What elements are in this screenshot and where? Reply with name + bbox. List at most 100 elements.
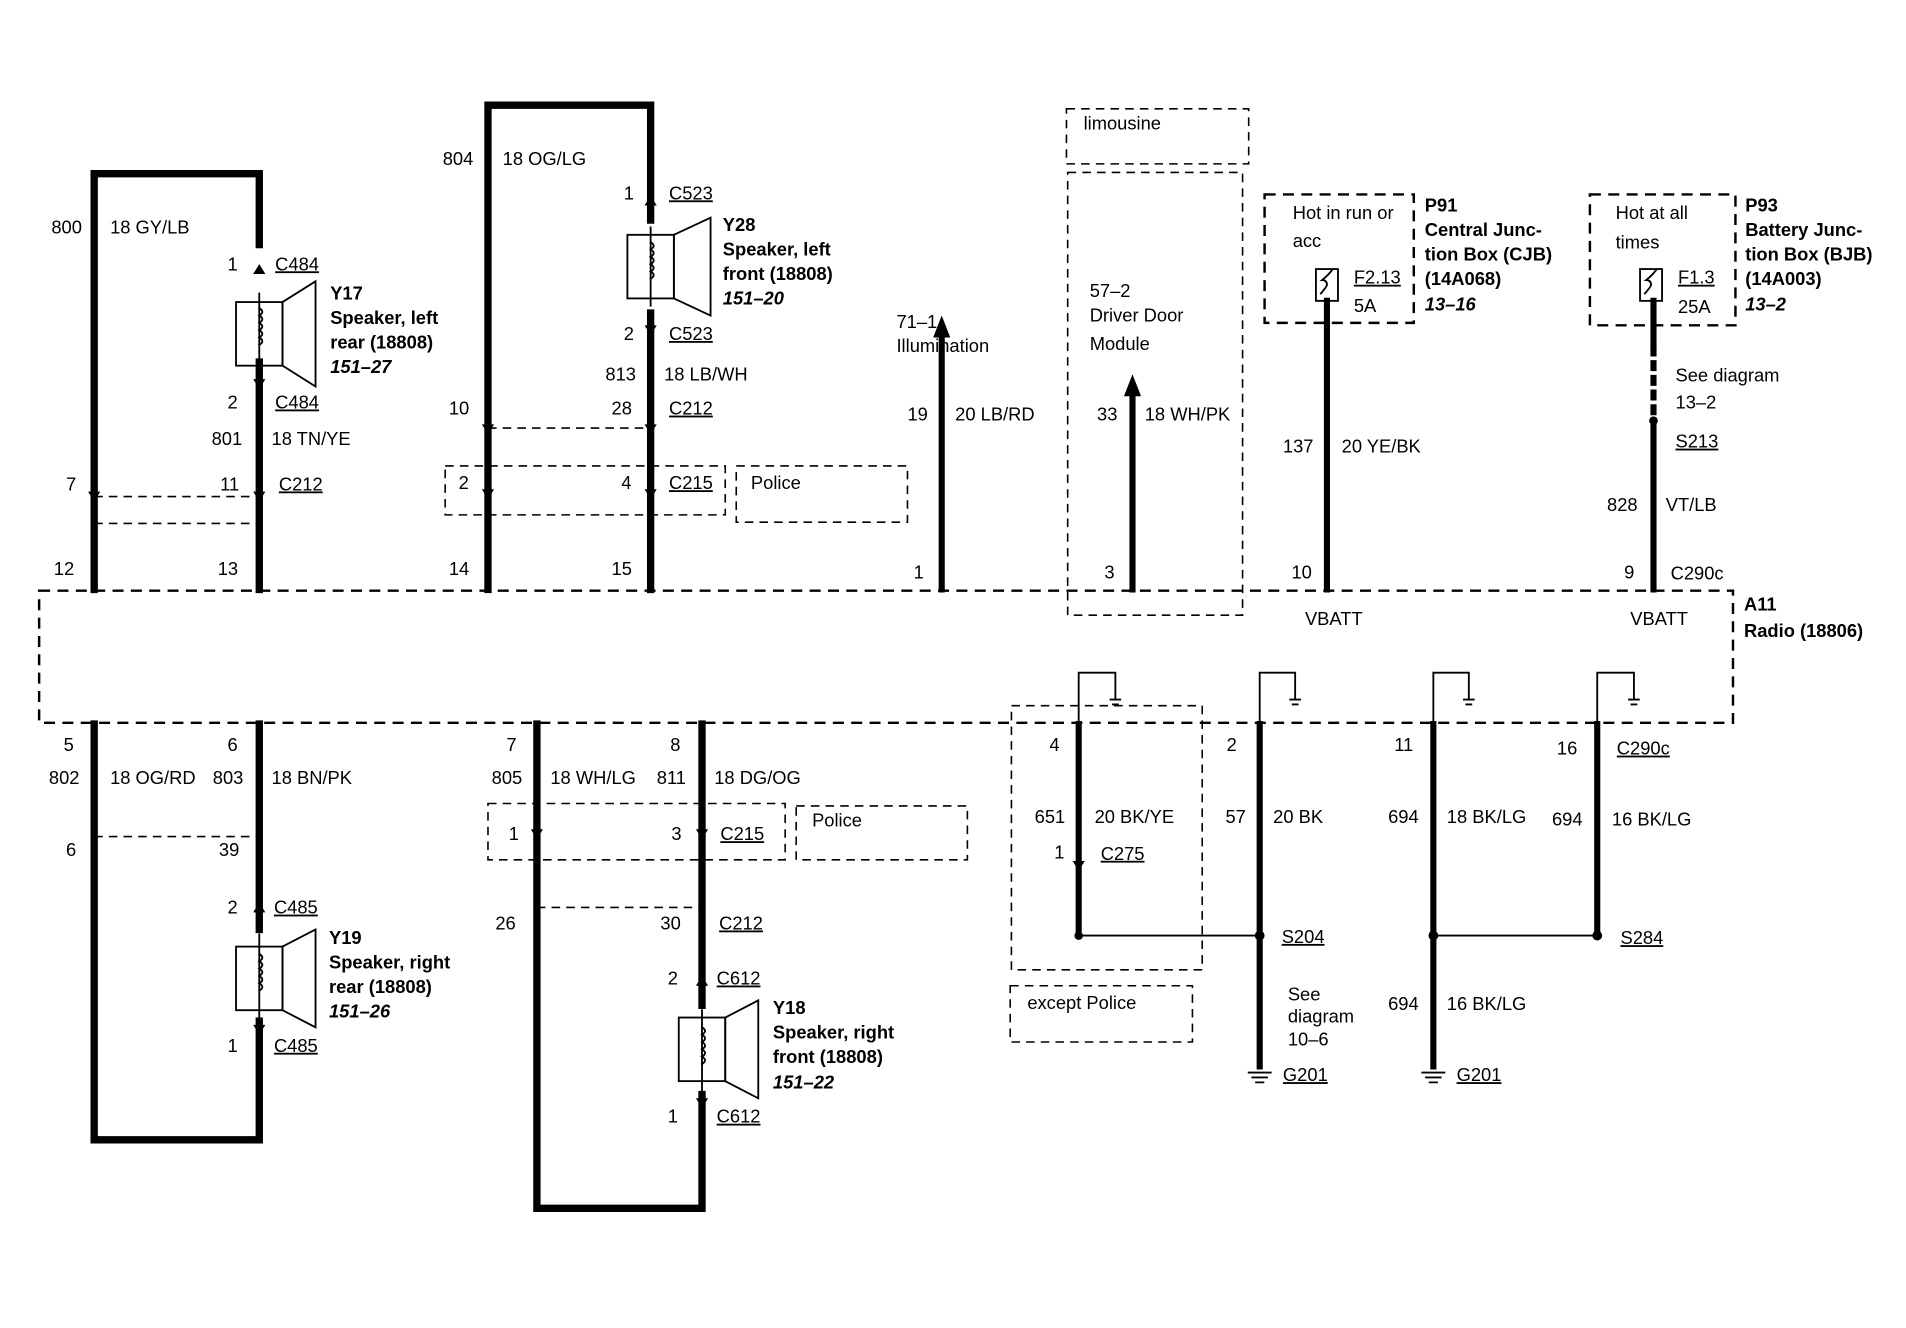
p93-line1: Battery Junc- (1745, 219, 1862, 240)
wire-802 (90, 720, 263, 1144)
wire-802-gauge: 18 OG/RD (110, 767, 196, 788)
wire-802-circuit: 802 (49, 767, 80, 788)
ddm-circuit: limousine 57–2 Driver Door Module 33 18 … (1065, 108, 1250, 616)
c212a-pin-b: 11 (220, 473, 239, 494)
speaker-y18-icon (677, 998, 760, 1100)
s204-label: S204 (1282, 926, 1325, 947)
p93-amps: 25A (1678, 296, 1711, 317)
p93-see1: See diagram (1676, 365, 1780, 386)
ground-icon (1421, 1071, 1446, 1084)
wire-804 (484, 101, 655, 594)
c215b-conn: C215 (720, 823, 764, 844)
wire-811-gauge: 18 DG/OG (714, 767, 801, 788)
radio-pin-15: 15 (612, 558, 632, 579)
illum-label: Illumination (896, 335, 989, 356)
p93-id: P93 (1745, 195, 1778, 216)
y19-pin1: 2 (227, 897, 237, 918)
c215b-pin-b: 3 (671, 823, 681, 844)
wire-801-circuit: 801 (212, 428, 243, 449)
y28-conn1: C523 (669, 182, 713, 203)
c212c-pin-b: 30 (660, 912, 680, 933)
wire-805-gauge: 18 WH/LG (550, 767, 636, 788)
y17-ref: 151–27 (330, 356, 392, 377)
p91-ref: 13–16 (1425, 294, 1477, 315)
wire-828-circuit: 828 (1607, 494, 1638, 515)
c212c-conn: C212 (719, 912, 763, 933)
p93-circuit: Hot at all times F1.3 25A P93 Battery Ju… (1588, 193, 1873, 629)
left-conn-pin-a: 6 (66, 839, 76, 860)
wire-805 (533, 720, 706, 1212)
radio-pin-7: 7 (506, 734, 516, 755)
illum-gauge: 20 LB/RD (955, 404, 1034, 425)
p91-line2: tion Box (CJB) (1425, 243, 1552, 264)
splice-s284 (1592, 930, 1603, 941)
ddm-line2: Module (1090, 333, 1150, 354)
g57-see1: See (1288, 983, 1321, 1004)
ground-icon (1247, 1071, 1272, 1084)
c215a-conn: C215 (669, 472, 713, 493)
c215b-pin-a: 1 (509, 823, 519, 844)
ground-circuits: 4 651 20 BK/YE 1 C275 except Police 2 57… (1009, 671, 1691, 1085)
g57-see3: 10–6 (1288, 1029, 1329, 1050)
s284-label: S284 (1620, 927, 1663, 948)
y17-conn2: C484 (275, 391, 319, 412)
p91-hot1: Hot in run or (1293, 202, 1394, 223)
y18-conn2: C612 (717, 1106, 761, 1127)
c212b-conn: C212 (669, 398, 713, 419)
connector-c215-b-box (487, 802, 786, 861)
except-police-box (1009, 984, 1194, 1043)
y17-circuit: 800 18 GY/LB 801 18 TN/YE 1 C484 2 C484 … (51, 169, 438, 594)
y28-line1: Speaker, left (723, 239, 831, 260)
y19-conn1: C485 (274, 897, 318, 918)
radio-pin-9: 9 (1624, 561, 1634, 582)
left-conn-pin-b: 39 (219, 839, 239, 860)
pin-arrows (88, 195, 1085, 1109)
y28-line2: front (18808) (723, 263, 833, 284)
p93-see2: 13–2 (1676, 391, 1717, 412)
y28-id: Y28 (723, 214, 756, 235)
wire-694a-circuit: 694 (1388, 806, 1419, 827)
radio-pin-4: 4 (1049, 734, 1059, 755)
radio-pin-2: 2 (1227, 734, 1237, 755)
limousine-box (1065, 108, 1250, 165)
wire-805-circuit: 805 (492, 767, 523, 788)
illum-pin: 19 (907, 404, 927, 425)
radio-pin-13: 13 (218, 558, 238, 579)
radio-pin-14: 14 (449, 558, 469, 579)
vbatt-b: VBATT (1630, 608, 1688, 629)
p91-amps: 5A (1354, 295, 1377, 316)
wire-804-circuit: 804 (443, 148, 474, 169)
p93-ref: 13–2 (1745, 294, 1786, 315)
wire-800-gauge: 18 GY/LB (110, 217, 189, 238)
wire-694b-gauge: 16 BK/LG (1612, 809, 1691, 830)
c215b-police: Police (812, 810, 862, 831)
police-box-a (735, 465, 909, 524)
wire-57-gauge: 20 BK (1273, 806, 1324, 827)
wire-57-circuit: 57 (1225, 806, 1245, 827)
y19-conn2: C485 (274, 1035, 318, 1056)
y17-id: Y17 (330, 283, 363, 304)
p93-line3: (14A003) (1745, 268, 1821, 289)
wire-694a2-gauge: 16 BK/LG (1447, 993, 1526, 1014)
wire-800 (90, 169, 263, 594)
c215a-pin-a: 2 (459, 472, 469, 493)
ddm-ref: 57–2 (1090, 280, 1131, 301)
y18-conn1: C612 (717, 968, 761, 989)
police-box-b (795, 805, 969, 861)
wire-651-circuit: 651 (1035, 806, 1066, 827)
radio-pin-1: 1 (914, 561, 924, 582)
y19-pin2: 1 (227, 1035, 237, 1056)
wire-803-circuit: 803 (213, 767, 244, 788)
except-police-label: except Police (1027, 992, 1136, 1013)
y19-ref: 151–26 (329, 1001, 391, 1022)
wire-811-circuit: 811 (657, 767, 686, 788)
y18-id: Y18 (773, 997, 806, 1018)
y18-line2: front (18808) (773, 1046, 883, 1067)
y28-ref: 151–20 (723, 288, 785, 309)
ddm-pin: 33 (1097, 404, 1117, 425)
y17-conn1: C484 (275, 253, 319, 274)
wire-813-circuit: 813 (605, 363, 636, 384)
radio-pin-8: 8 (670, 734, 680, 755)
ddm-box (1066, 171, 1244, 616)
y19-line1: Speaker, right (329, 952, 450, 973)
